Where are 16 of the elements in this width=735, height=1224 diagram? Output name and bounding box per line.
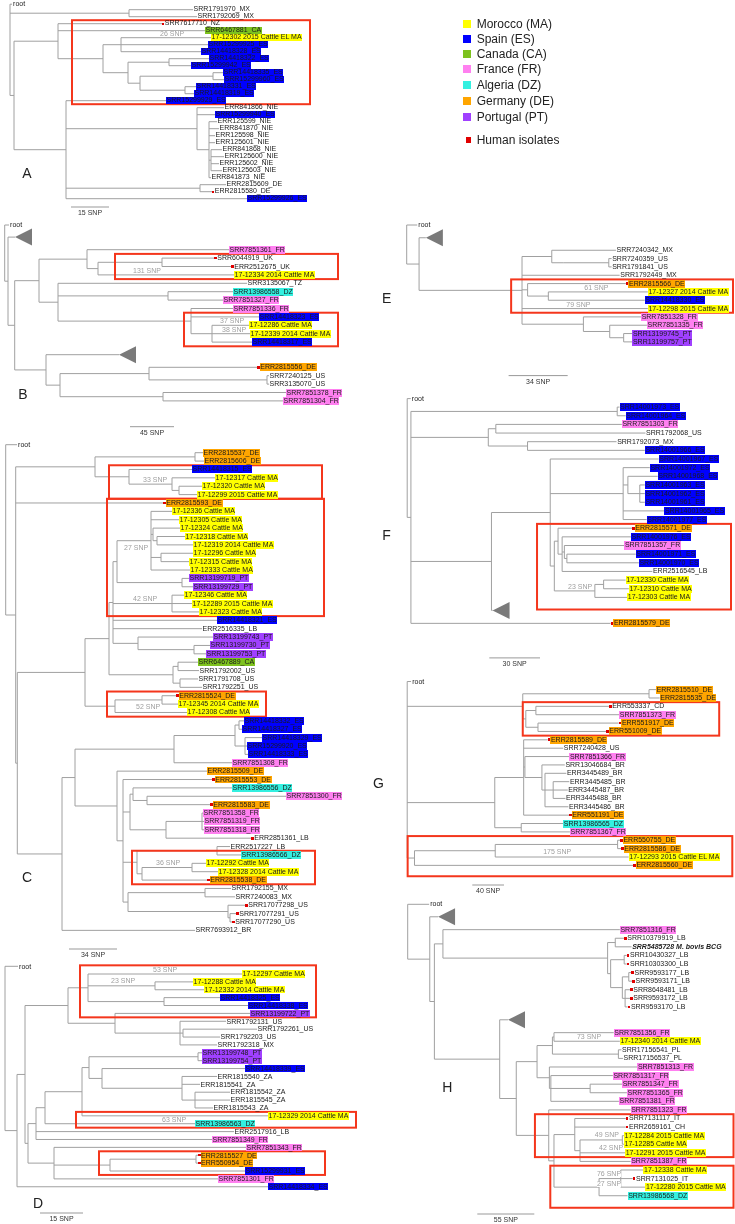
panel-letter: G bbox=[373, 775, 384, 790]
legend-label: Algeria (DZ) bbox=[476, 78, 542, 93]
legend-label: Portugal (PT) bbox=[476, 109, 549, 124]
legend-label: France (FR) bbox=[476, 62, 542, 77]
legend-label: Morocco (MA) bbox=[476, 17, 553, 31]
legend-label: Spain (ES) bbox=[476, 31, 535, 46]
panel-letter: B bbox=[18, 387, 28, 401]
legend-label: Human isolates bbox=[476, 133, 560, 147]
panel-letter: C bbox=[21, 869, 33, 884]
panel-letter: A bbox=[22, 166, 32, 180]
panel-letter: F bbox=[382, 527, 391, 542]
panel-letter: H bbox=[442, 1079, 453, 1094]
panel-letter: D bbox=[32, 1196, 44, 1210]
legend-label: Germany (DE) bbox=[476, 93, 555, 108]
legend-label: Canada (CA) bbox=[476, 47, 547, 61]
panel-letter: E bbox=[382, 291, 392, 306]
